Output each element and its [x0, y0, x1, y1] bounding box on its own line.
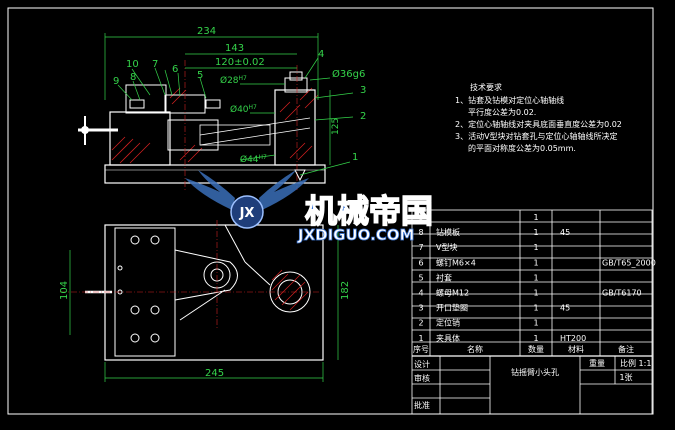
bom-cell-qty: 1	[533, 258, 538, 267]
bom-cell-no: 1	[418, 334, 423, 343]
bom-cell-qty: 1	[533, 289, 538, 298]
tb-approve: 批准	[414, 400, 430, 410]
svg-text:JX: JX	[239, 206, 255, 221]
label-4: 4	[318, 49, 324, 60]
tb-title: 钻摇臂小头孔	[511, 367, 559, 377]
bom-cell-note: GB/T6170	[602, 289, 642, 298]
bom-header-note: 备注	[618, 344, 634, 354]
bom-cell-name: 螺母M12	[436, 288, 469, 298]
front-view	[78, 60, 326, 190]
bom-cell-qty: 1	[533, 213, 538, 222]
bom-cell-name: 钻模板	[436, 227, 460, 237]
bom-cell-no: 4	[418, 289, 423, 298]
bom-cell-no: 3	[418, 304, 423, 313]
bom-cell-mat: 45	[560, 304, 570, 313]
bom-cell-mat: 45	[560, 228, 570, 237]
technical-notes: 技术要求 1、钻套及钻模对定位心轴轴线 平行度公差为0.02. 2、定位心轴轴线…	[455, 82, 622, 153]
tb-design: 设计	[414, 359, 430, 369]
gear-icon	[230, 195, 264, 229]
bom-cell-no: 9	[418, 213, 423, 222]
tb-check: 审核	[414, 373, 430, 383]
bom-cell-mat: HT200	[560, 334, 586, 343]
bom-cell-name: V型块	[436, 242, 457, 252]
dim-182: 182	[340, 281, 351, 300]
bom-table	[411, 209, 653, 415]
notes-title: 技术要求	[470, 82, 502, 92]
dim-104: 104	[59, 281, 70, 300]
label-5: 5	[197, 70, 203, 81]
bom-cell-qty: 1	[533, 319, 538, 328]
notes-line1b: 平行度公差为0.02.	[468, 107, 536, 117]
dim-234: 234	[197, 26, 216, 37]
dim-d36: Ø36g6	[332, 68, 365, 80]
dim-125: 125	[331, 118, 341, 135]
tb-weight-label: 重量	[589, 358, 605, 368]
bom-cell-name: 夹具体	[436, 333, 460, 343]
bom-cell-name: 开口垫圈	[436, 303, 468, 313]
bom-cell-no: 8	[418, 228, 423, 237]
drawing-frame	[7, 7, 654, 415]
bom-cell-qty: 1	[533, 273, 538, 282]
bom-header-no: 序号	[413, 344, 429, 354]
dim-d44: Ø44H7	[240, 154, 267, 165]
label-2: 2	[360, 111, 366, 122]
bom-cell-qty: 1	[533, 304, 538, 313]
bom-cell-name: 衬套	[436, 272, 452, 282]
watermark-url: JXDIGUO.COM	[297, 226, 414, 244]
bom-cell-note: GB/T65_2000	[602, 258, 656, 267]
bom-header-mat: 材料	[568, 344, 584, 354]
bom-cell-no: 7	[418, 243, 423, 252]
dim-245: 245	[205, 368, 224, 379]
bom-header-qty: 数量	[528, 344, 544, 354]
bom-cell-no: 5	[418, 273, 423, 282]
label-9: 9	[113, 76, 119, 87]
bom-header-name: 名称	[467, 344, 483, 354]
bom-cell-qty: 1	[533, 334, 538, 343]
tb-sheet: 1张	[619, 373, 632, 382]
bom-cell-name: 螺钉M6×4	[436, 257, 476, 267]
top-dimensions	[69, 225, 339, 382]
notes-line2: 2、定位心轴轴线对夹具底面垂直度公差为0.02	[455, 119, 622, 129]
watermark-text: 机械帝国	[305, 192, 433, 230]
tb-scale: 比例 1:1	[620, 358, 651, 368]
label-8: 8	[130, 72, 136, 83]
bom-cell-name: 定位销	[436, 318, 460, 328]
bom-cell-no: 6	[418, 258, 423, 267]
notes-line3b: 的平面对称度公差为0.05mm.	[468, 143, 576, 153]
label-1: 1	[352, 152, 358, 163]
bom-cell-no: 2	[418, 319, 423, 328]
dim-d40: Ø40H7	[230, 104, 257, 115]
top-view	[60, 220, 324, 361]
front-dimensions	[104, 33, 354, 176]
notes-line3: 3、活动V型块对钻套孔与定位心轴轴线所决定	[455, 131, 618, 141]
notes-line1: 1、钻套及钻模对定位心轴轴线	[455, 95, 564, 105]
label-10: 10	[126, 59, 139, 70]
dim-120: 120±0.02	[215, 57, 265, 68]
label-7: 7	[152, 59, 158, 70]
bom-cell-qty: 1	[533, 243, 538, 252]
watermark: JX 机械帝国 JXDIGUO.COM	[185, 170, 434, 244]
dim-d28: Ø28H7	[220, 75, 247, 86]
label-6: 6	[172, 64, 178, 75]
dim-143: 143	[225, 43, 244, 54]
label-3: 3	[360, 85, 366, 96]
bom-cell-qty: 1	[533, 228, 538, 237]
